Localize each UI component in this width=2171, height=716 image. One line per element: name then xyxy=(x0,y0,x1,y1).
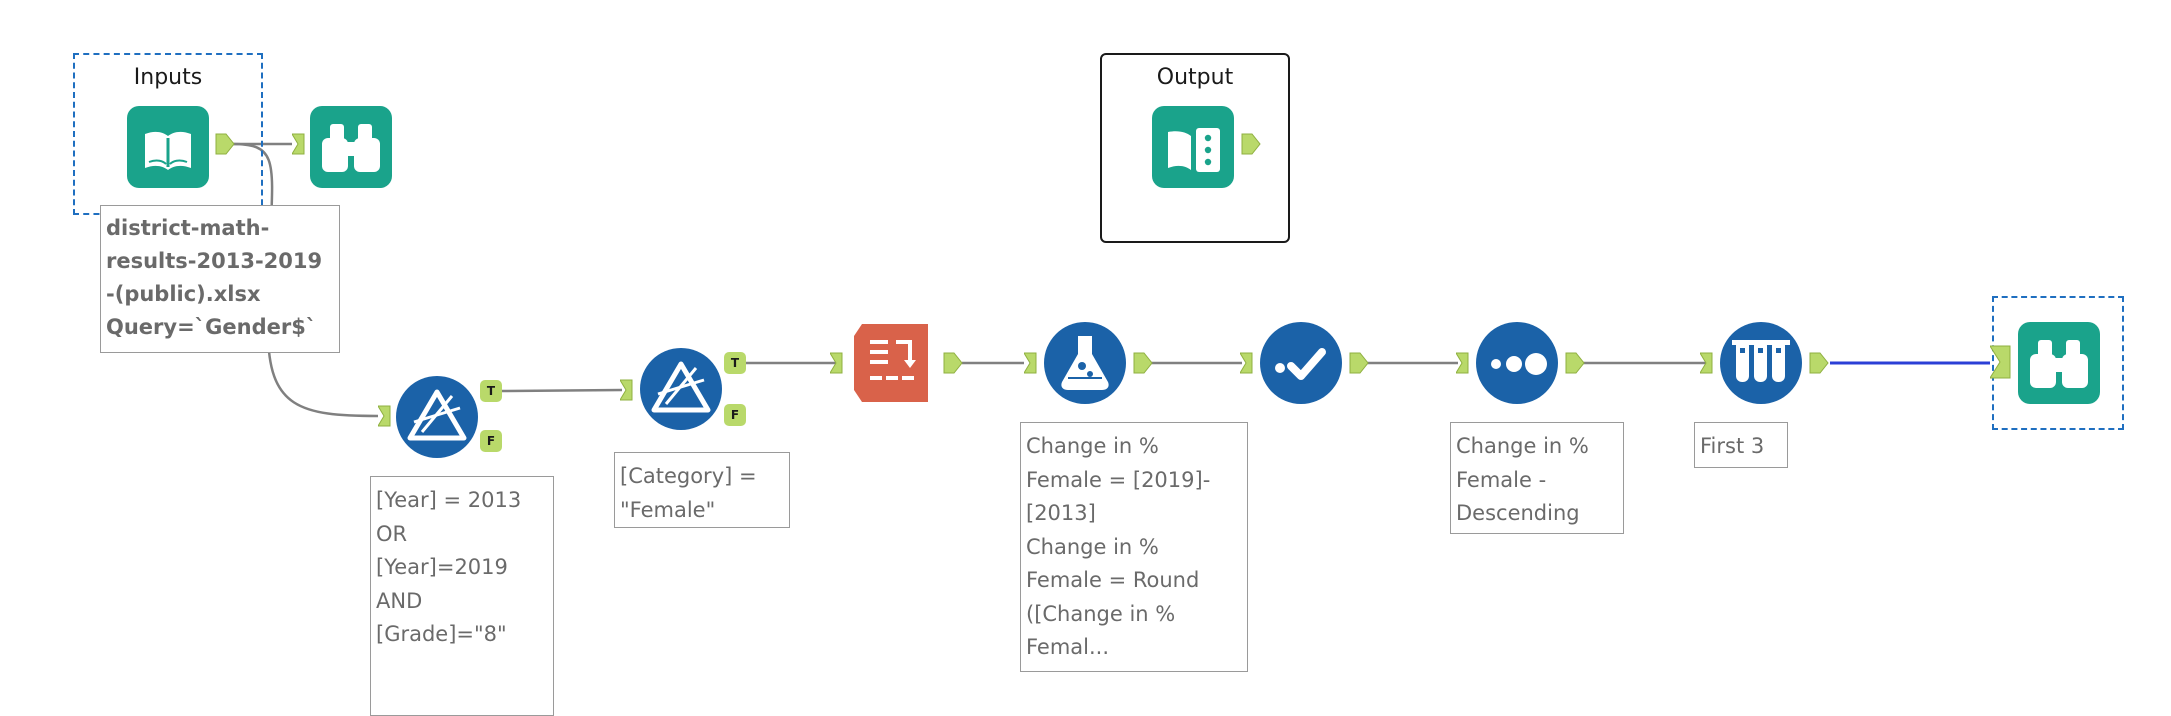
formula-tool[interactable] xyxy=(1042,320,1128,406)
filter-2-annotation: [Category] = "Female" xyxy=(614,452,790,528)
browse-1-tool[interactable] xyxy=(308,104,394,190)
inputs-container-title: Inputs xyxy=(133,65,203,90)
filter-triangle-icon xyxy=(640,348,722,430)
filter-2-input-anchor[interactable] xyxy=(620,378,634,402)
browse-2-tool[interactable] xyxy=(2016,320,2102,406)
input-data-output-anchor[interactable] xyxy=(214,132,236,156)
output-data-anchor[interactable] xyxy=(1240,132,1262,156)
browse-2-selection-box xyxy=(1992,296,2124,430)
crosstab-input-anchor[interactable] xyxy=(830,351,844,375)
output-data-tool[interactable] xyxy=(1150,104,1236,190)
select-input-anchor[interactable] xyxy=(1240,351,1254,375)
select-tool[interactable] xyxy=(1258,320,1344,406)
browse-2-input-anchor[interactable] xyxy=(1990,344,2012,380)
dots-icon xyxy=(1476,322,1558,404)
sample-annotation: First 3 xyxy=(1694,422,1788,468)
filter-triangle-icon xyxy=(396,376,478,458)
sample-input-anchor[interactable] xyxy=(1700,351,1714,375)
test-tubes-icon xyxy=(1720,322,1802,404)
output-container-title: Output xyxy=(1156,65,1234,90)
filter-1-tool[interactable] xyxy=(394,374,480,460)
select-output-anchor[interactable] xyxy=(1348,351,1370,375)
filter-1-true-anchor[interactable]: T xyxy=(480,380,502,402)
binoculars-icon xyxy=(310,106,392,188)
sort-tool[interactable] xyxy=(1474,320,1560,406)
filter-2-false-anchor[interactable]: F xyxy=(724,404,746,426)
crosstab-output-anchor[interactable] xyxy=(942,351,964,375)
input-data-annotation: district-math- results-2013-2019 -(publi… xyxy=(100,205,340,353)
sort-annotation: Change in % Female - Descending xyxy=(1450,422,1624,534)
sort-input-anchor[interactable] xyxy=(1456,351,1470,375)
sort-output-anchor[interactable] xyxy=(1564,351,1586,375)
output-container[interactable]: Output xyxy=(1100,53,1290,243)
checkmark-icon xyxy=(1260,322,1342,404)
filter-1-input-anchor[interactable] xyxy=(378,404,392,428)
book-output-icon xyxy=(1152,106,1234,188)
wire-filter1-to-filter2[interactable] xyxy=(501,388,623,393)
formula-input-anchor[interactable] xyxy=(1024,351,1038,375)
flask-icon xyxy=(1044,322,1126,404)
crosstab-icon xyxy=(854,324,928,402)
formula-annotation: Change in % Female = [2019]- [2013] Chan… xyxy=(1020,422,1248,672)
filter-2-tool[interactable] xyxy=(638,346,724,432)
filter-1-annotation: [Year] = 2013 OR [Year]=2019 AND [Grade]… xyxy=(370,476,554,716)
sample-tool[interactable] xyxy=(1718,320,1804,406)
formula-output-anchor[interactable] xyxy=(1132,351,1154,375)
input-data-tool[interactable] xyxy=(125,104,211,190)
book-open-icon xyxy=(127,106,209,188)
browse-1-input-anchor[interactable] xyxy=(292,132,306,156)
sample-output-anchor[interactable] xyxy=(1808,351,1830,375)
crosstab-tool[interactable] xyxy=(852,320,938,406)
binoculars-icon xyxy=(2018,322,2100,404)
filter-2-true-anchor[interactable]: T xyxy=(724,352,746,374)
filter-1-false-anchor[interactable]: F xyxy=(480,430,502,452)
